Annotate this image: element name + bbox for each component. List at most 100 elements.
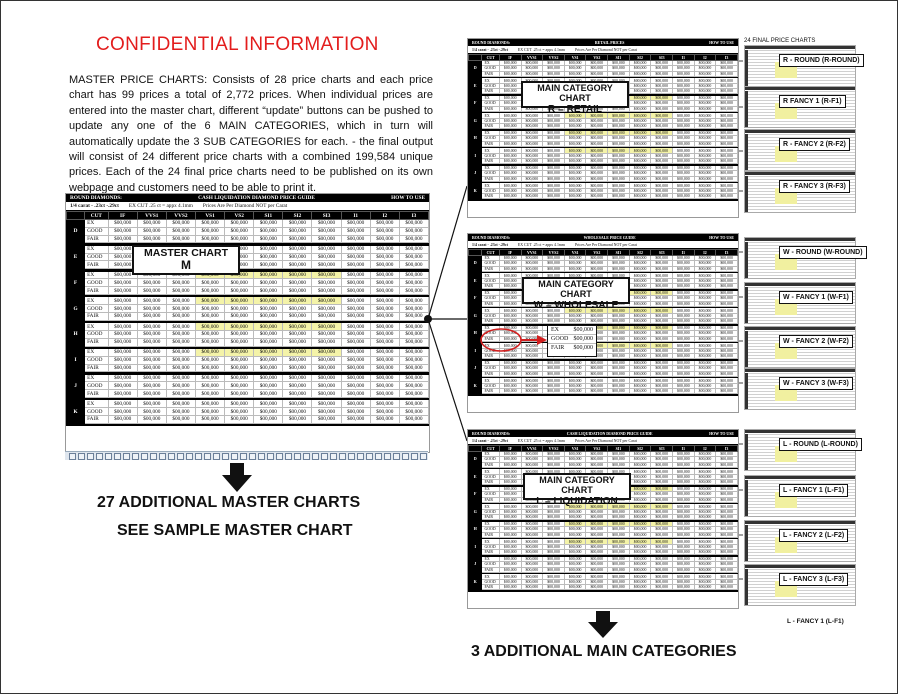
price-cell[interactable]: $00,000	[715, 387, 738, 395]
final-price-chart-thumbnail[interactable]	[744, 475, 856, 517]
price-cell[interactable]: $00,000	[715, 479, 738, 486]
price-cell[interactable]: $00,000	[715, 578, 738, 586]
sub-category-label: W - ROUND (W-ROUND)	[779, 246, 867, 259]
toolbar-button[interactable]	[348, 453, 355, 460]
toolbar-button[interactable]	[195, 453, 202, 460]
price-cell[interactable]: $00,000	[715, 461, 738, 468]
toolbar-button[interactable]	[366, 453, 373, 460]
price-cell[interactable]: $00,000	[715, 496, 738, 503]
toolbar-button[interactable]	[249, 453, 256, 460]
sub-category-label: R - ROUND (R-ROUND)	[779, 54, 864, 67]
toolbar-button[interactable]	[204, 453, 211, 460]
price-cell[interactable]: $00,000	[715, 147, 738, 154]
toolbar-button[interactable]	[213, 453, 220, 460]
price-cell[interactable]: $00,000	[715, 531, 738, 538]
price-cell[interactable]: $00,000	[715, 566, 738, 573]
sub-category-label: L - FANCY 1 (L-F1)	[779, 484, 849, 497]
toolbar-button[interactable]	[375, 453, 382, 460]
toolbar-button[interactable]	[330, 453, 337, 460]
toolbar-button[interactable]	[321, 453, 328, 460]
toolbar-button[interactable]	[258, 453, 265, 460]
toolbar-button[interactable]	[303, 453, 310, 460]
price-cell[interactable]: $00,000	[715, 175, 738, 182]
toolbar-button[interactable]	[294, 453, 301, 460]
price-cell[interactable]: $00,000	[715, 265, 738, 272]
price-cell[interactable]: $00,000	[715, 140, 738, 147]
toolbar-button[interactable]	[96, 453, 103, 460]
price-cell[interactable]: $00,000	[715, 88, 738, 95]
price-cell[interactable]: $00,000	[715, 105, 738, 112]
toolbar-button[interactable]	[240, 453, 247, 460]
toolbar-button[interactable]	[186, 453, 193, 460]
toolbar-button[interactable]	[393, 453, 400, 460]
how-to-use-link[interactable]: HOW TO USE	[709, 235, 734, 240]
toolbar-button[interactable]	[276, 453, 283, 460]
toolbar-button[interactable]	[159, 453, 166, 460]
price-cell[interactable]: $00,000	[715, 347, 738, 355]
price-cell[interactable]: $00,000	[715, 70, 738, 77]
toolbar-button[interactable]	[267, 453, 274, 460]
toolbar-button[interactable]	[141, 453, 148, 460]
price-cell[interactable]: $00,000	[715, 187, 738, 195]
toolbar-button[interactable]	[231, 453, 238, 460]
toolbar-button[interactable]	[411, 453, 418, 460]
down-arrow-icon	[222, 463, 252, 492]
price-cell[interactable]: $00,000	[715, 503, 738, 510]
toolbar-button[interactable]	[177, 453, 184, 460]
price-cell[interactable]: $00,000	[715, 370, 738, 377]
toolbar-button[interactable]	[285, 453, 292, 460]
sheet-header-title: WHOLESALE PRICE GUIDE	[583, 235, 636, 240]
toolbar-button[interactable]	[78, 453, 85, 460]
toolbar-button[interactable]	[312, 453, 319, 460]
cut-cell: FAIR	[481, 318, 500, 325]
toolbar-button[interactable]	[339, 453, 346, 460]
price-cell[interactable]: $00,000	[715, 77, 738, 84]
price-cell[interactable]: $00,000	[715, 157, 738, 165]
price-cell[interactable]: $00,000	[715, 548, 738, 556]
sub-category-label: W - FANCY 3 (W-F3)	[779, 377, 853, 390]
price-cell[interactable]: $00,000	[715, 112, 738, 119]
price-cell[interactable]: $00,000	[715, 543, 738, 551]
row-separator	[66, 422, 429, 427]
toolbar-button[interactable]	[69, 453, 76, 460]
toolbar-button[interactable]	[222, 453, 229, 460]
price-cell[interactable]: $00,000	[715, 382, 738, 390]
price-cell[interactable]: $00,000	[715, 583, 738, 591]
color-grade-cell: H	[468, 129, 483, 147]
price-cell[interactable]: $00,000	[715, 300, 738, 307]
toolbar-button[interactable]	[132, 453, 139, 460]
toolbar-button[interactable]	[420, 453, 427, 460]
price-cell[interactable]: $00,000	[715, 538, 738, 545]
zoom-callout-box: EX $00,000 GOOD $00,000 FAIR $00,000	[547, 325, 597, 357]
price-cell[interactable]: $00,000	[715, 573, 738, 580]
price-cell[interactable]: $00,000	[715, 335, 738, 342]
toolbar-button[interactable]	[87, 453, 94, 460]
price-cell[interactable]: $00,000	[715, 123, 738, 130]
price-cell[interactable]: $00,000	[715, 283, 738, 290]
price-cell[interactable]: $00,000	[715, 272, 738, 279]
toolbar-button[interactable]	[123, 453, 130, 460]
toolbar-button[interactable]	[168, 453, 175, 460]
toolbar-button[interactable]	[105, 453, 112, 460]
toolbar-button[interactable]	[114, 453, 121, 460]
price-cell[interactable]: $00,000	[715, 514, 738, 521]
toolbar-button[interactable]	[402, 453, 409, 460]
toolbar-button[interactable]	[150, 453, 157, 460]
final-price-chart-thumbnail[interactable]	[744, 86, 856, 128]
how-to-use-link[interactable]: HOW TO USE	[709, 40, 734, 45]
toolbar-button[interactable]	[384, 453, 391, 460]
price-cell[interactable]: $00,000	[715, 307, 738, 314]
how-to-use-link[interactable]: HOW TO USE	[709, 431, 734, 436]
price-cell[interactable]: $00,000	[715, 182, 738, 189]
how-to-use-link[interactable]: HOW TO USE	[391, 195, 425, 201]
price-cell[interactable]: $00,000	[715, 152, 738, 160]
price-cell[interactable]: $00,000	[715, 352, 738, 360]
price-cell[interactable]: $00,000	[715, 192, 738, 200]
toolbar-button[interactable]	[357, 453, 364, 460]
price-cell[interactable]: $00,000	[715, 468, 738, 475]
price-cell[interactable]: $00,000	[715, 318, 738, 325]
price-cell[interactable]: $00,000	[715, 377, 738, 384]
grade-header	[468, 445, 483, 452]
price-cell[interactable]: $00,000	[715, 342, 738, 349]
